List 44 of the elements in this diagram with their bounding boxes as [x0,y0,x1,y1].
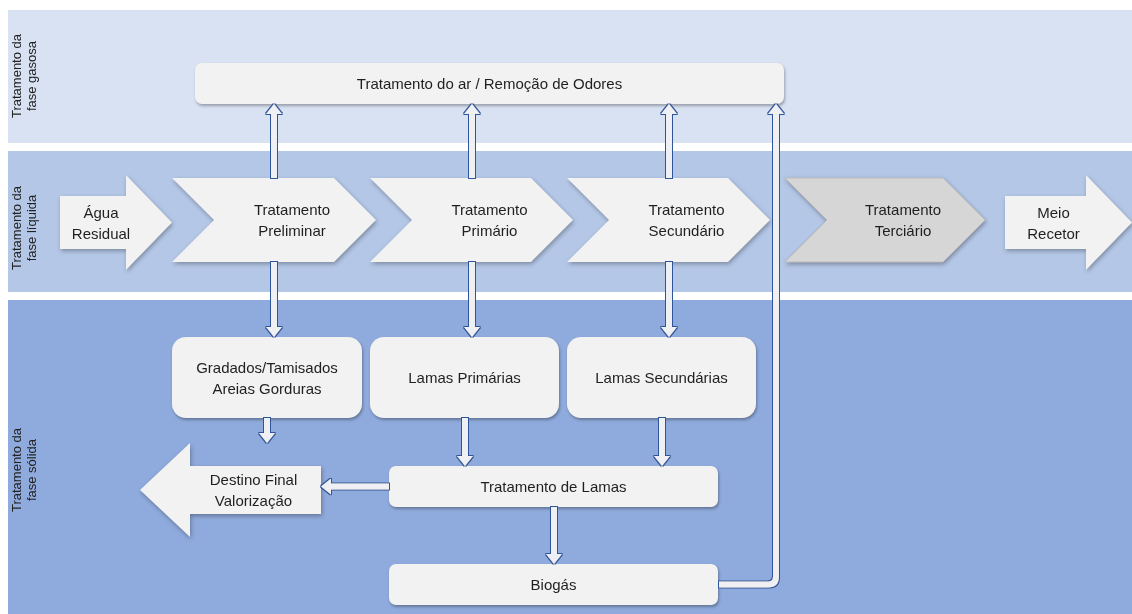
block-arrow-connector [321,478,389,495]
node-label: Lamas Primárias [407,368,522,388]
block-arrow-connector [546,507,562,564]
lane-label: Tratamento da fase líquida [9,184,39,273]
node-label: Tratamento Primário [450,200,529,241]
block-arrow-connector [654,418,670,466]
process-step [567,178,770,262]
process-box [389,564,718,605]
terminal-step [140,443,321,537]
block-arrow-connector [464,104,480,178]
block-arrow-connector [457,418,473,466]
process-step [370,178,573,262]
node-label: Tratamento de Lamas [479,477,628,497]
swimlane-band [8,151,1132,292]
node-label: Gradados/Tamisados Areias Gorduras [195,357,339,399]
node-label: Tratamento do ar / Remoção de Odores [355,74,624,94]
lane-label: Tratamento da fase sólida [9,426,39,515]
process-box [567,337,756,418]
block-arrow-connector [661,104,677,178]
node-label: Água Residual [70,202,132,244]
terminal-step [1005,175,1132,270]
process-box [389,466,718,507]
terminal-step [60,175,172,270]
swimlane-band [8,300,1132,614]
node-label: Tratamento Secundário [647,200,726,241]
block-arrow-connector [661,262,677,337]
process-step [172,178,376,262]
lane-label: Tratamento da fase gasosa [9,32,39,121]
process-box [195,63,784,104]
process-box [172,337,362,418]
process-box [370,337,559,418]
process-step [785,178,985,262]
block-arrow-connector [719,104,784,588]
node-label: Destino Final Valorização [208,470,299,511]
swimlane-band [8,10,1132,143]
node-label: Biogás [529,575,578,595]
block-arrow-connector [464,262,480,337]
node-label: Tratamento Preliminar [252,200,332,241]
node-label: Tratamento Terciário [863,200,943,241]
block-arrow-connector [259,418,275,443]
block-arrow-connector [266,104,282,178]
node-label: Lamas Secundárias [594,368,729,388]
node-label: Meio Recetor [1026,202,1081,244]
block-arrow-connector [266,262,282,337]
